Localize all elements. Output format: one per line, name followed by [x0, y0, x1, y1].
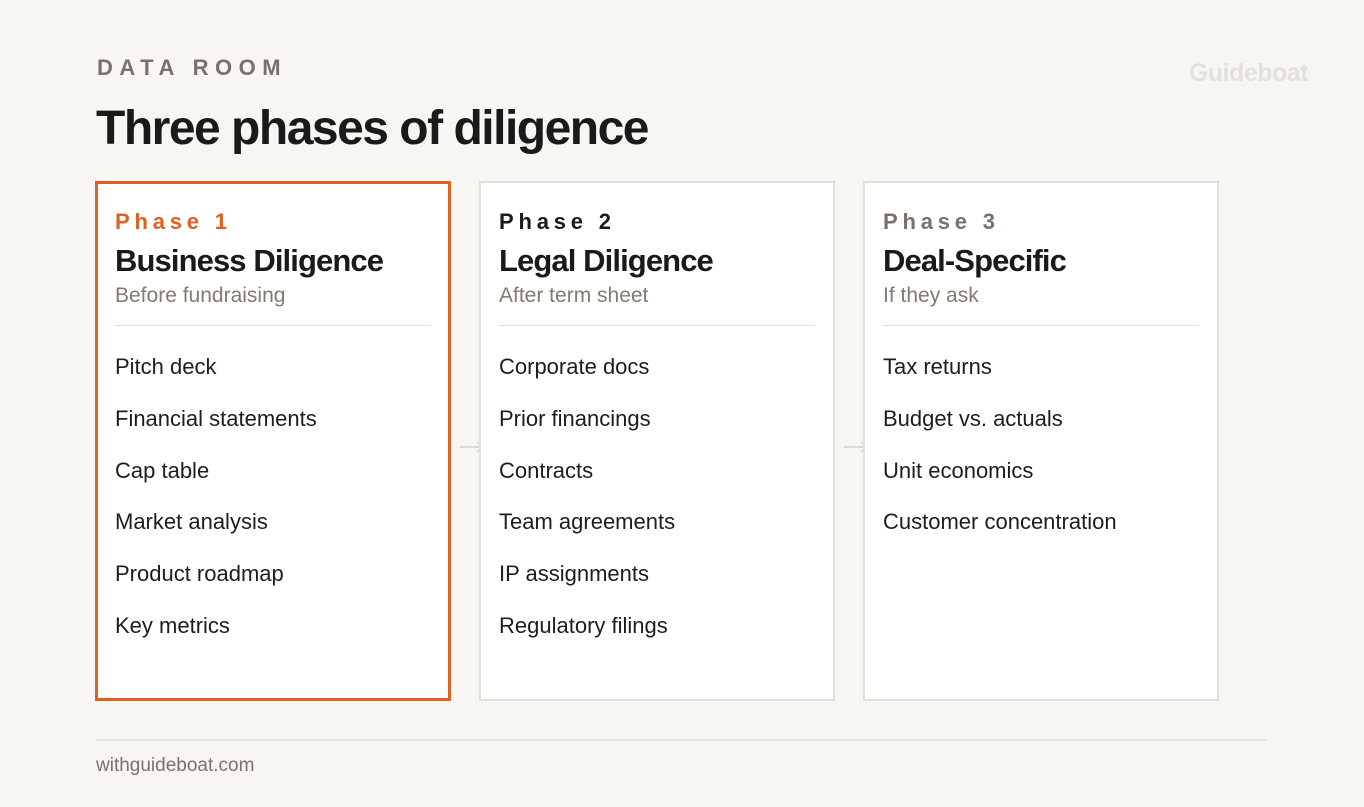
list-item: Contracts — [499, 457, 594, 483]
card-divider — [883, 325, 1199, 326]
card-divider — [499, 325, 815, 326]
document-list: Corporate docs Prior financings Contract… — [499, 354, 815, 639]
list-item: Tax returns — [883, 354, 992, 379]
phase-subtitle: Before fundraising — [115, 284, 286, 307]
phase-label: Phase 3 — [883, 209, 1000, 234]
list-item: Prior financings — [499, 405, 651, 431]
list-item: Team agreements — [499, 509, 676, 535]
phase-title: Business Diligence — [115, 243, 384, 278]
phase-title: Legal Diligence — [499, 243, 714, 278]
list-item: Key metrics — [115, 612, 230, 638]
footer-divider — [96, 739, 1267, 741]
list-item: Cap table — [115, 457, 210, 483]
list-item: Pitch deck — [115, 354, 217, 379]
phase-title: Deal-Specific — [883, 243, 1067, 278]
phase-label: Phase 2 — [499, 209, 616, 234]
list-item: Unit economics — [883, 457, 1034, 483]
section-eyebrow: DATA ROOM — [97, 55, 288, 80]
footer-url: withguideboat.com — [96, 755, 255, 776]
list-item: Financial statements — [115, 405, 317, 431]
brand-logo: Guideboat — [1188, 59, 1309, 87]
list-item: Customer concentration — [883, 509, 1117, 535]
list-item: Product roadmap — [115, 561, 284, 587]
list-item: Regulatory filings — [499, 612, 668, 638]
document-list: Pitch deck Financial statements Cap tabl… — [115, 354, 431, 639]
phase-subtitle: After term sheet — [499, 284, 649, 307]
list-item: Budget vs. actuals — [883, 405, 1063, 431]
card-divider — [115, 325, 431, 326]
page-title: Three phases of diligence — [96, 102, 650, 155]
list-item: Corporate docs — [499, 354, 650, 379]
phase-card-3: Phase 3 Deal-Specific If they ask Tax re… — [863, 181, 1219, 701]
list-item: IP assignments — [499, 561, 650, 587]
list-item: Market analysis — [115, 509, 268, 535]
phase-subtitle: If they ask — [883, 284, 979, 307]
phase-label: Phase 1 — [115, 209, 232, 234]
phase-card-1: Phase 1 Business Diligence Before fundra… — [95, 181, 451, 701]
phase-card-2: Phase 2 Legal Diligence After term sheet… — [479, 181, 835, 701]
document-list: Tax returns Budget vs. actuals Unit econ… — [883, 354, 1199, 535]
